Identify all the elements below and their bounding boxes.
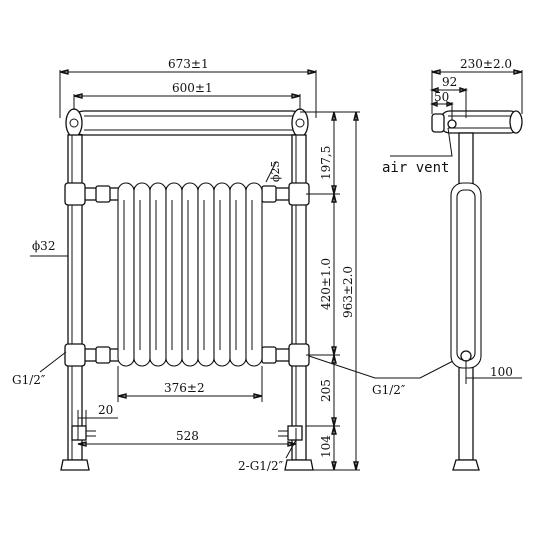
dim-valve-centres: 528 — [176, 429, 199, 443]
dim-bottom-spacing: 205 — [319, 379, 333, 402]
top-towel-rail — [65, 108, 309, 138]
dim-floor-height: 104 — [319, 435, 333, 458]
front-dimension-lines — [30, 69, 456, 471]
label-air-vent: air vent — [382, 160, 449, 176]
dim-rail-diameter: ϕ25 — [269, 161, 282, 183]
label-inlet-right: G1/2″ — [372, 383, 406, 397]
dim-side-offset-92: 92 — [442, 75, 457, 89]
dim-top-spacing: 197,5 — [319, 146, 333, 180]
dim-side-depth: 230±2.0 — [460, 57, 512, 71]
dim-side-bottom: 100 — [490, 365, 513, 379]
label-valve-connections: 2-G1/2″ — [238, 459, 284, 473]
dim-side-offset-50: 50 — [434, 90, 449, 104]
dim-section-height: 420±1.0 — [319, 258, 333, 310]
side-dimension-lines — [390, 69, 523, 384]
t-joints — [64, 182, 310, 367]
side-view — [431, 110, 523, 471]
dim-overall-height: 963±2.0 — [341, 266, 355, 318]
left-leg — [60, 134, 90, 471]
dim-radiator-width: 376±2 — [164, 381, 205, 395]
radiator-column-sections — [117, 182, 263, 367]
valves — [71, 425, 303, 441]
dim-valve-offset: 20 — [98, 403, 113, 417]
dim-overall-width: 673±1 — [168, 57, 209, 71]
front-view — [60, 108, 314, 471]
dim-rail-length: 600±1 — [172, 81, 213, 95]
right-leg — [284, 134, 314, 471]
dim-leg-diameter: ϕ32 — [32, 239, 55, 253]
label-inlet-left: G1/2″ — [12, 373, 46, 387]
